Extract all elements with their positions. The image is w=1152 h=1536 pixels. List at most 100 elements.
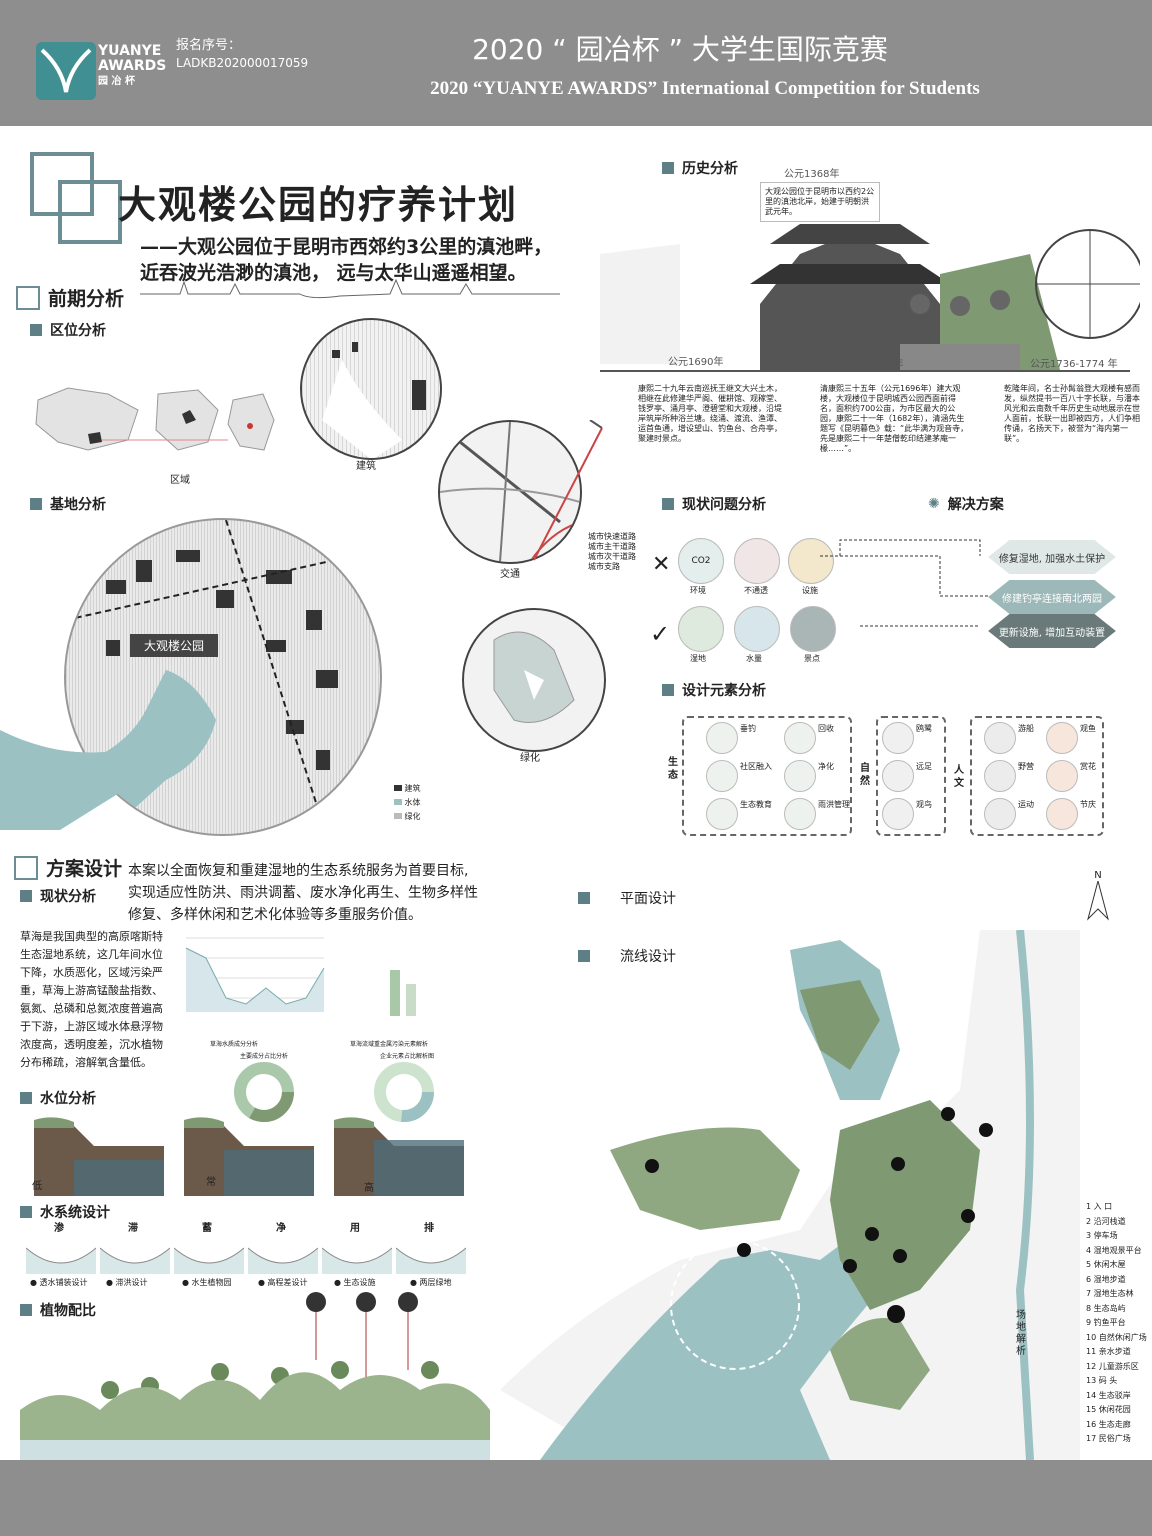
scheme-intro-1: 本案以全面恢复和重建湿地的生态系统服务为首要目标, bbox=[128, 863, 469, 879]
water-level-label-1: 常 bbox=[206, 1177, 216, 1188]
history-heading: 历史分析 bbox=[662, 158, 738, 178]
status-line-chart bbox=[185, 937, 325, 1012]
nature-item-1-label: 远足 bbox=[916, 762, 932, 771]
eco-item-4-icon bbox=[706, 798, 738, 830]
system-step-diagram-0 bbox=[26, 1247, 96, 1274]
plan-legend-item-12: 13 码 头 bbox=[1086, 1376, 1118, 1385]
bad-item-1: 不通透 bbox=[744, 586, 768, 595]
water-heading-text: 水位分析 bbox=[40, 1091, 96, 1107]
system-label-0: ● 透水铺装设计 bbox=[30, 1278, 88, 1287]
eco-group-label: 生态 bbox=[668, 757, 678, 781]
era-1736: 公元1736-1774 年 bbox=[1030, 359, 1118, 370]
building-map bbox=[300, 318, 442, 460]
status-heading-text: 现状分析 bbox=[40, 889, 96, 905]
eco-item-5-label: 雨洪管理 bbox=[818, 800, 850, 809]
scheme-intro-3: 修复、多样休闲和艺术化体验等多重服务价值。 bbox=[128, 907, 422, 923]
subtitle-1: ——大观公园位于昆明市西郊约3公里的滇池畔， bbox=[140, 236, 553, 258]
plan-legend-item-5: 6 湿地步道 bbox=[1086, 1274, 1126, 1284]
plan-legend-item-0: 1 入 口 bbox=[1086, 1202, 1113, 1211]
eco-item-2-icon bbox=[706, 760, 738, 792]
location-heading-text: 区位分析 bbox=[50, 323, 106, 339]
logo-en-2: AWARDS bbox=[98, 58, 167, 74]
plan-legend-item-15: 16 生态走廊 bbox=[1086, 1419, 1131, 1429]
logo-mark-icon bbox=[40, 48, 92, 93]
system-label-3: ● 高程差设计 bbox=[258, 1278, 308, 1287]
plan-legend-item-6: 7 湿地生态林 bbox=[1086, 1289, 1134, 1298]
building-label: 建筑 bbox=[356, 461, 376, 472]
culture-item-2-icon bbox=[984, 760, 1016, 792]
note-1368: 大观公园位于昆明市以西约2公里的滇池北岸，始建于明朝洪武元年。 bbox=[760, 182, 880, 222]
site-legend-1: 水体 bbox=[404, 798, 421, 807]
eco-item-0-icon bbox=[706, 722, 738, 754]
culture-item-2-label: 野营 bbox=[1018, 762, 1034, 771]
plan-legend-item-9: 10 自然休闲广场 bbox=[1086, 1332, 1147, 1342]
system-step-diagram-2 bbox=[174, 1247, 244, 1274]
flow-heading: 流线设计 bbox=[578, 946, 676, 966]
water-level-label-2: 高 bbox=[364, 1183, 374, 1194]
logo-en-1: YUANYE bbox=[98, 43, 162, 59]
subtitle-2: 近吞波光浩渺的滇池， 远与太华山遥遥相望。 bbox=[140, 262, 527, 284]
eco-item-1-icon bbox=[784, 722, 816, 754]
system-step-4: 用 bbox=[350, 1223, 360, 1234]
nature-item-2-label: 观鸟 bbox=[916, 800, 932, 809]
era-1368: 公元1368年 bbox=[784, 169, 840, 180]
early-heading: 前期分析 bbox=[16, 284, 124, 311]
north-arrow: N bbox=[1086, 870, 1110, 925]
chart-top-caption-1: 草海水质成分分析 bbox=[210, 1041, 259, 1048]
bad-item-0: 环境 bbox=[690, 586, 706, 595]
culture-item-0-label: 游船 bbox=[1018, 724, 1034, 733]
system-step-diagram-1 bbox=[100, 1247, 170, 1274]
system-heading-text: 水系统设计 bbox=[40, 1205, 110, 1221]
site-label-box: 大观楼公园 bbox=[130, 634, 219, 657]
water-block-0 bbox=[34, 1117, 164, 1196]
culture-item-4-icon bbox=[984, 798, 1016, 830]
plan-legend-item-1: 2 沿河栈道 bbox=[1086, 1216, 1126, 1226]
site-legend-0: 建筑 bbox=[404, 784, 421, 793]
system-step-diagram-3 bbox=[248, 1247, 318, 1274]
eco-item-3-label: 净化 bbox=[818, 762, 834, 771]
nature-group-label: 自然 bbox=[860, 763, 870, 787]
site-legend: 建筑 水体 绿化 bbox=[394, 782, 421, 824]
scheme-intro: 本案以全面恢复和重建湿地的生态系统服务为首要目标, 实现适应性防洪、雨洪调蓄、废… bbox=[128, 860, 478, 926]
plan-heading: 平面设计 bbox=[578, 888, 676, 908]
problem-env-icon: CO2 bbox=[678, 538, 724, 584]
eco-item-1-label: 回收 bbox=[818, 724, 834, 733]
site-legend-2: 绿化 bbox=[404, 812, 421, 821]
system-heading: 水系统设计 bbox=[20, 1202, 110, 1222]
eco-item-0-label: 垂钓 bbox=[740, 724, 756, 733]
culture-item-5-label: 节庆 bbox=[1080, 800, 1096, 809]
plan-legend-item-2: 3 停车场 bbox=[1086, 1231, 1118, 1240]
site-heading: 基地分析 bbox=[30, 494, 106, 514]
problem-block-icon bbox=[734, 538, 780, 584]
history-text-2: 清康熙三十五年（公元1696年）建大观楼，大观楼位于昆明城西公园西面前得名，面积… bbox=[820, 384, 969, 453]
traffic-legend: 城市快速道路 城市主干道路 城市次干道路 城市支路 bbox=[588, 532, 636, 572]
system-step-5: 排 bbox=[424, 1223, 434, 1234]
elements-heading-text: 设计元素分析 bbox=[682, 683, 766, 699]
water-block-2 bbox=[334, 1117, 464, 1196]
location-maps bbox=[35, 387, 275, 451]
water-level-label-0: 低 bbox=[32, 1181, 42, 1192]
plant-heading: 植物配比 bbox=[20, 1300, 96, 1320]
chart-caption-2: 企业元素占比解析图 bbox=[380, 1053, 435, 1060]
status-bar-chart bbox=[390, 970, 416, 1016]
eco-item-2-label: 社区融入 bbox=[740, 762, 772, 771]
cross-icon: ✕ bbox=[652, 552, 671, 577]
culture-item-3-label: 赏花 bbox=[1080, 762, 1096, 771]
co2-label: CO2 bbox=[691, 556, 711, 566]
eco-item-5-icon bbox=[784, 798, 816, 830]
history-text-3: 乾隆年间，名士孙髯翁登大观楼有感而发，纵然提书一百八十字长联，与潘本风光和云南数… bbox=[1004, 384, 1140, 443]
early-heading-text: 前期分析 bbox=[48, 288, 125, 310]
eco-item-4-label: 生态教育 bbox=[740, 800, 772, 809]
footer-band bbox=[0, 1460, 1152, 1536]
problem-connector bbox=[820, 539, 990, 627]
chart-caption-1: 主要成分占比分析 bbox=[240, 1053, 289, 1060]
reg-label: 报名序号： bbox=[176, 38, 242, 53]
system-step-0: 渗 bbox=[54, 1223, 64, 1234]
nature-item-0-icon bbox=[882, 722, 914, 754]
plan-legend-item-3: 4 湿地观景平台 bbox=[1086, 1245, 1142, 1255]
plan-legend-item-11: 12 儿童游乐区 bbox=[1086, 1361, 1139, 1371]
traffic-legend-0: 城市快速道路 bbox=[588, 532, 636, 541]
bad-item-2: 设施 bbox=[802, 586, 818, 595]
donut-chart-1 bbox=[234, 1062, 294, 1122]
